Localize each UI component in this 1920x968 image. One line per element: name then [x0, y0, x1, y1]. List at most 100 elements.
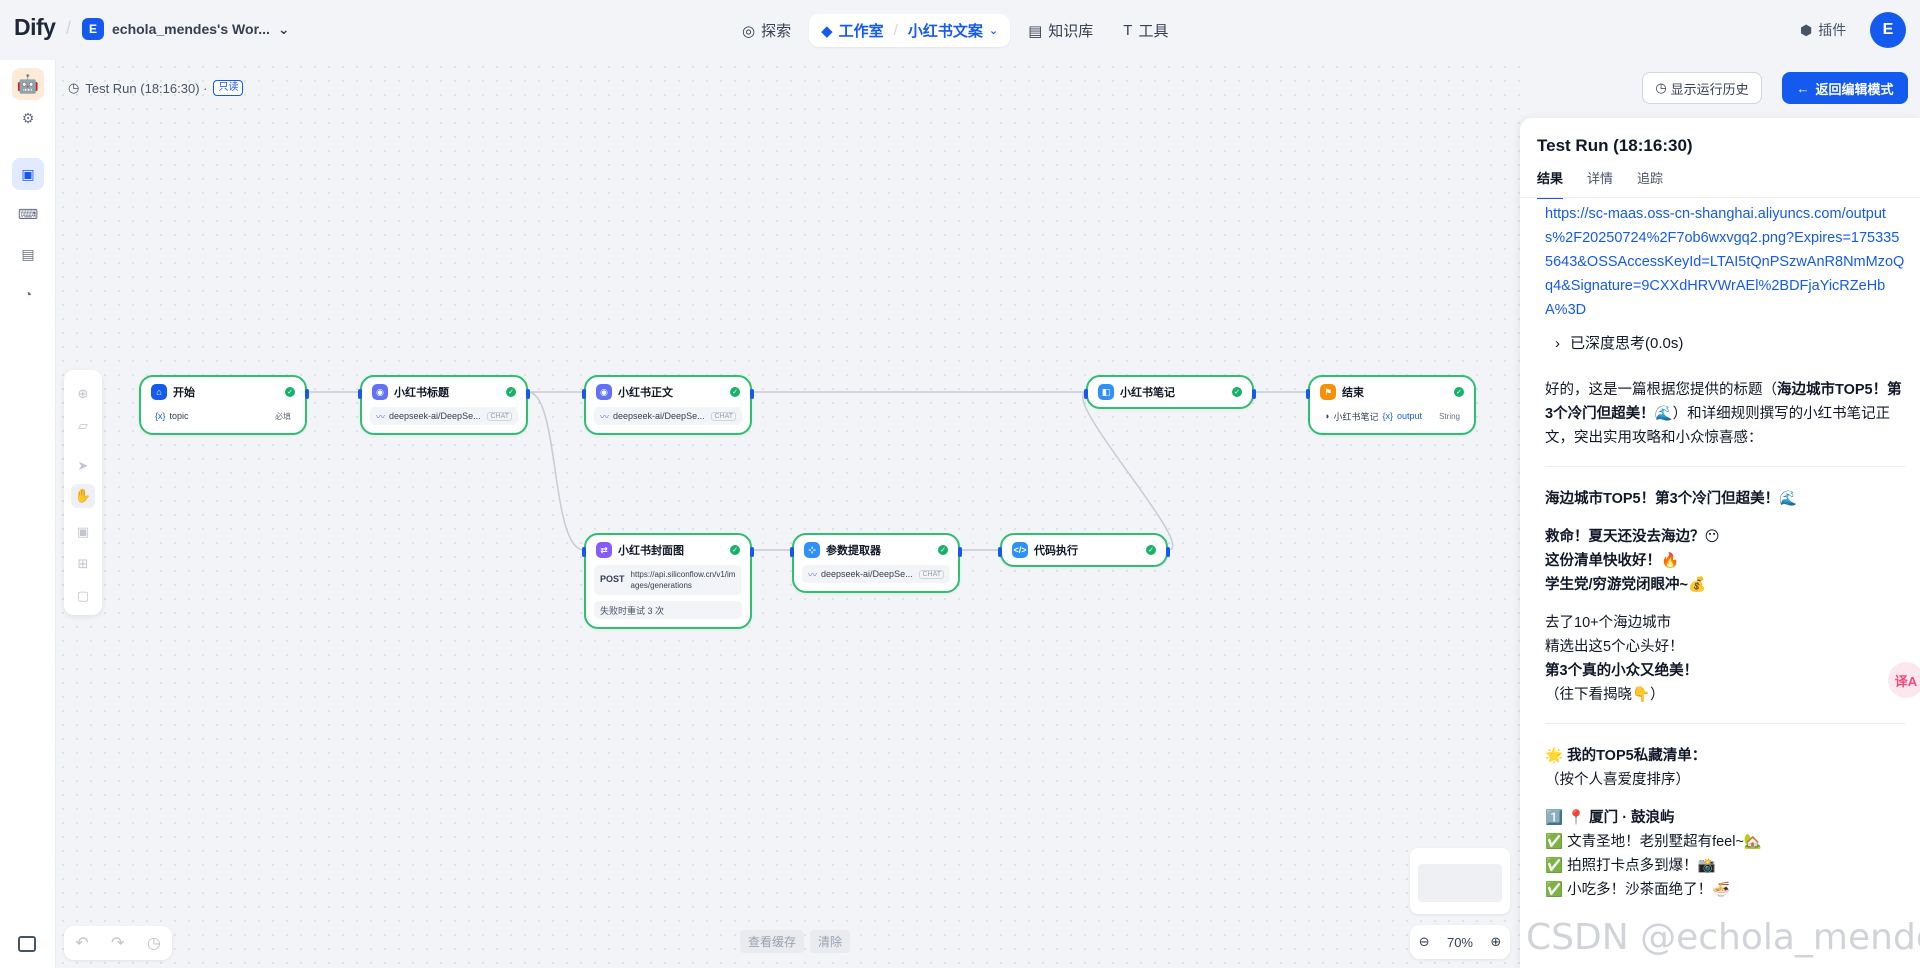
- redo-icon[interactable]: ↷: [111, 935, 125, 952]
- flag-icon: ⚑: [1320, 384, 1336, 400]
- clear-button[interactable]: 清除: [810, 930, 851, 953]
- cache-controls: 查看缓存 清除: [740, 930, 851, 953]
- zoom-in-icon[interactable]: ⊕: [1490, 934, 1502, 949]
- input-handle[interactable]: [1084, 389, 1088, 399]
- workspace-switcher[interactable]: E echola_mendes's Wor... ⌄: [82, 18, 290, 40]
- compass-icon: ◎: [742, 22, 756, 40]
- http-icon: ⇄: [596, 542, 612, 558]
- collapse-sidebar-icon[interactable]: [18, 936, 36, 952]
- zoom-controls: ⊖ 70% ⊕: [1410, 925, 1510, 959]
- node-end[interactable]: ⚑ 结束 ✓ ◑ 小红书笔记 {x} output String: [1306, 375, 1476, 435]
- template-icon: ◑: [1324, 411, 1330, 421]
- node-start[interactable]: ⌂ 开始 ✓ {x} topic 必填: [139, 375, 309, 435]
- back-to-edit-button[interactable]: ← 返回编辑模式: [1782, 72, 1908, 104]
- output-handle[interactable]: [750, 547, 754, 557]
- app-icon[interactable]: 🤖: [12, 68, 44, 100]
- success-check-icon: ✓: [1454, 387, 1464, 397]
- top-bar: Dify / E echola_mendes's Wor... ⌄ ◎ 探索 ◆…: [0, 0, 1920, 60]
- input-handle[interactable]: [582, 547, 586, 557]
- input-handle[interactable]: [582, 389, 586, 399]
- pointer-icon[interactable]: ➤: [77, 458, 89, 473]
- result-content: https://sc-maas.oss-cn-shanghai.aliyuncs…: [1545, 202, 1905, 902]
- node-param-extractor[interactable]: ⊹ 参数提取器 ✓ 〰 deepseek-ai/DeepSe... CHAT: [790, 533, 962, 593]
- output-image-link[interactable]: https://sc-maas.oss-cn-shanghai.aliyuncs…: [1545, 206, 1905, 318]
- tab-result[interactable]: 结果: [1537, 168, 1564, 199]
- plugins-button[interactable]: ⬢ 插件: [1800, 21, 1847, 39]
- undo-redo-toolbar: ↶ ↷ ◷: [64, 926, 172, 960]
- node-cover-http[interactable]: ⇄ 小红书封面图 ✓ POST https://api.siliconflow.…: [582, 533, 754, 629]
- user-avatar[interactable]: E: [1870, 12, 1906, 48]
- node-body-llm[interactable]: ◉ 小红书正文 ✓ 〰 deepseek-ai/DeepSe... CHAT: [582, 375, 754, 435]
- hammer-icon: T: [1123, 22, 1133, 39]
- hook-block: 救命！夏天还没去海边？😶 这份清单快收好！🔥 学生党/穷游党闭眼冲~💰: [1545, 529, 1720, 593]
- node-title-llm[interactable]: ◉ 小红书标题 ✓ 〰 deepseek-ai/DeepSe... CHAT: [358, 375, 530, 435]
- success-check-icon: ✓: [730, 387, 740, 397]
- arrow-left-icon: ←: [1796, 80, 1810, 96]
- api-terminal-icon[interactable]: ⌨: [17, 205, 39, 222]
- tab-detail[interactable]: 详情: [1587, 171, 1614, 186]
- chevron-right-icon: ›: [1555, 335, 1560, 352]
- app-name[interactable]: 小红书文案: [907, 23, 983, 40]
- orchestrate-icon[interactable]: ▣: [12, 158, 44, 190]
- history-clock-icon: ◷: [68, 80, 80, 95]
- undo-icon[interactable]: ↶: [75, 935, 89, 952]
- node-xhs-note[interactable]: ◧ 小红书笔记 ✓: [1084, 375, 1256, 409]
- note-icon[interactable]: ▱: [78, 418, 88, 433]
- zoom-out-icon[interactable]: ⊖: [1418, 934, 1430, 949]
- output-handle[interactable]: [750, 389, 754, 399]
- translate-icon[interactable]: 译A: [1888, 662, 1920, 698]
- cube-icon: ⬢: [1800, 21, 1813, 38]
- robot-icon: ◆: [821, 22, 833, 40]
- canvas-toolbar: ⊕ ▱ ➤ ✋ ▣ ⊞ ▢: [64, 370, 102, 615]
- monitoring-icon[interactable]: ◔: [23, 286, 33, 302]
- zoom-level[interactable]: 70%: [1446, 934, 1473, 950]
- nav-tools[interactable]: T 工具: [1123, 22, 1169, 40]
- nav-studio[interactable]: ◆ 工作室 / 小红书文案 ⌄: [809, 14, 1011, 47]
- input-handle[interactable]: [358, 389, 362, 399]
- model-icon: 〰: [600, 411, 610, 422]
- settings-icon[interactable]: ⚙: [21, 109, 35, 126]
- body-block: 去了10+个海边城市 精选出这5个心头好！ 第3个真的小众又绝美！ （往下看揭晓…: [1545, 615, 1699, 703]
- history-clock-icon: ◷: [1655, 80, 1667, 95]
- workspace-name: echola_mendes's Wor...: [112, 21, 270, 37]
- version-history-icon[interactable]: ◷: [146, 935, 161, 952]
- model-icon: 〰: [376, 411, 386, 422]
- thinking-toggle[interactable]: › 已深度思考(0.0s): [1555, 332, 1905, 356]
- nav-explore[interactable]: ◎ 探索: [742, 22, 792, 41]
- dify-logo[interactable]: Dify: [14, 14, 56, 40]
- list-block: 🌟 我的TOP5私藏清单： （按个人喜爱度排序）: [1545, 748, 1707, 788]
- output-handle[interactable]: [305, 389, 309, 399]
- tab-tracing[interactable]: 追踪: [1637, 171, 1664, 186]
- run-result-panel: Test Run (18:16:30) 结果 详情 追踪 https://sc-…: [1520, 118, 1920, 968]
- input-handle[interactable]: [790, 547, 794, 557]
- input-handle[interactable]: [1306, 389, 1310, 399]
- nav-knowledge[interactable]: ▤ 知识库: [1028, 22, 1094, 41]
- readonly-badge: 只读: [213, 80, 244, 96]
- show-history-button[interactable]: ◷ 显示运行历史: [1642, 72, 1762, 104]
- success-check-icon: ✓: [1146, 545, 1156, 555]
- input-handle[interactable]: [998, 547, 1002, 557]
- organize-icon[interactable]: ⊞: [77, 556, 89, 571]
- llm-icon: ◉: [596, 384, 612, 400]
- note-heading: 海边城市TOP5！第3个冷门但超美！🌊: [1545, 491, 1798, 507]
- hand-icon[interactable]: ✋: [71, 484, 95, 508]
- panel-title: Test Run (18:16:30): [1537, 136, 1693, 155]
- node-code[interactable]: </> 代码执行 ✓: [998, 533, 1170, 567]
- add-node-icon[interactable]: ⊕: [77, 386, 89, 401]
- output-handle[interactable]: [526, 389, 530, 399]
- workflow-canvas[interactable]: [56, 60, 1520, 968]
- model-icon: 〰: [808, 569, 818, 580]
- minimap-toggle-icon[interactable]: ▢: [76, 588, 90, 603]
- book-icon: ▤: [1028, 22, 1043, 40]
- intro-paragraph: 好的，这是一篇根据您提供的标题（海边城市TOP5！第3个冷门但超美！🌊）和详细规…: [1545, 382, 1902, 446]
- view-cache-button[interactable]: 查看缓存: [740, 930, 805, 953]
- export-image-icon[interactable]: ▣: [76, 524, 90, 539]
- output-handle[interactable]: [1166, 547, 1170, 557]
- output-handle[interactable]: [958, 547, 962, 557]
- output-handle[interactable]: [1252, 389, 1256, 399]
- chevron-down-icon: ⌄: [277, 20, 290, 37]
- run-label: ◷ Test Run (18:16:30) · 只读: [68, 80, 244, 96]
- minimap[interactable]: [1410, 848, 1510, 914]
- logs-icon[interactable]: ▤: [21, 245, 35, 262]
- list-item: 1️⃣ 📍 厦门 · 鼓浪屿 ✅ 文青圣地！老别墅超有feel~🏡 ✅ 拍照打卡…: [1545, 810, 1762, 898]
